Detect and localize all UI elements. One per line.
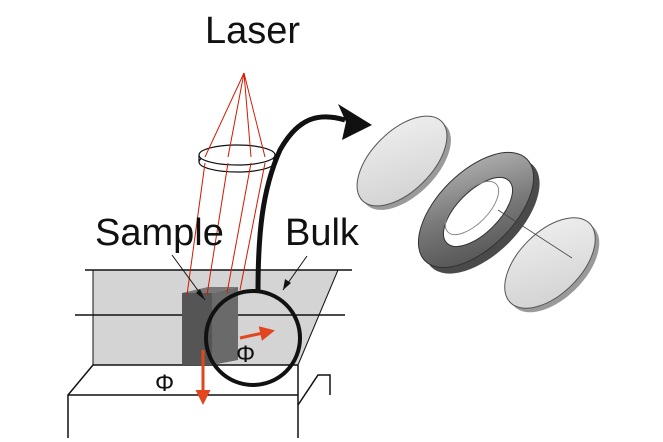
left-disk: [356, 115, 451, 210]
bulk-label: Bulk: [285, 212, 359, 254]
exploded-cell: [356, 115, 600, 313]
zoom-arrowhead: [338, 104, 372, 140]
sample-front-face: [182, 293, 212, 365]
sample-top-face: [182, 287, 238, 293]
right-disk: [504, 217, 600, 313]
sample-label: Sample: [95, 212, 224, 254]
substrate-box: [67, 364, 331, 438]
bulk-pointer-head: [283, 279, 291, 290]
assembly-axis: [497, 209, 573, 259]
phi-front-label: Φ: [236, 341, 256, 368]
phi-side-label: Φ: [155, 370, 175, 397]
zoom-curve-arrow: [255, 114, 346, 293]
zoom-circle: [204, 289, 302, 387]
phi-horizontal-arrow: [239, 326, 275, 341]
laser-beams: [186, 72, 266, 296]
ring-clamp: [417, 151, 540, 274]
sample-pointer-head: [196, 289, 205, 300]
slab-right-edge: [297, 269, 339, 366]
laser-label: Laser: [205, 10, 301, 52]
